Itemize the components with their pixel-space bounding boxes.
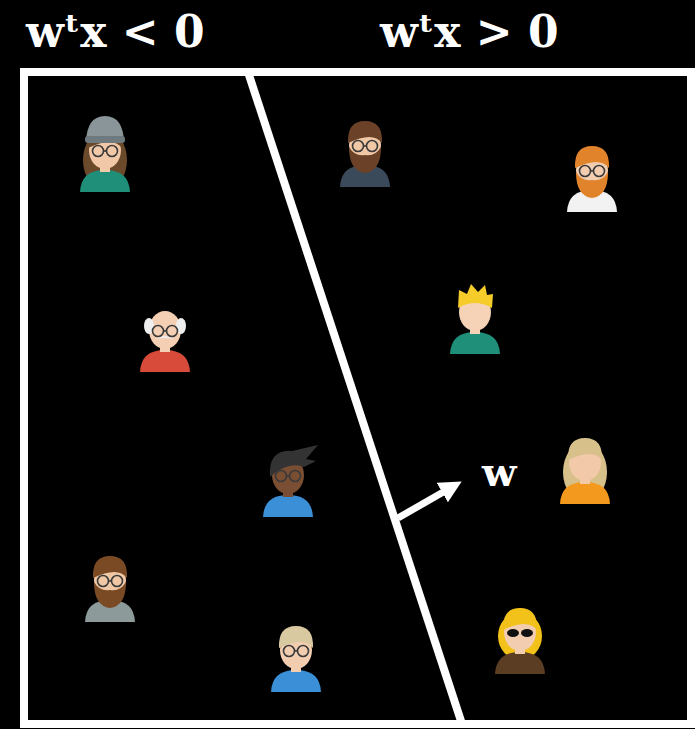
glasses [153, 326, 164, 337]
decision-boundary [248, 72, 462, 724]
glasses [353, 141, 364, 152]
sunglasses [521, 629, 533, 637]
person-icon [560, 438, 610, 504]
glasses [367, 141, 378, 152]
glasses [287, 475, 290, 477]
beanie-band [85, 136, 125, 143]
beard [349, 147, 381, 173]
glasses [167, 326, 178, 337]
glasses [109, 580, 112, 582]
glasses [594, 166, 605, 177]
hair [93, 556, 127, 578]
glasses [276, 471, 287, 482]
person-icon [450, 284, 500, 354]
shirt [271, 670, 321, 692]
frame [24, 72, 691, 724]
hair [458, 284, 493, 308]
label-holder: w [482, 450, 516, 494]
glasses [290, 471, 301, 482]
person-icon [263, 445, 318, 517]
label-holder: wᵗx < 0 [26, 8, 205, 56]
glasses [112, 576, 123, 587]
person-icon [80, 116, 130, 192]
person-icon [140, 311, 190, 372]
person-icon [495, 608, 545, 674]
person-icon [85, 556, 135, 622]
glasses [295, 650, 298, 652]
hair [568, 438, 602, 460]
glasses [580, 166, 591, 177]
shirt [140, 350, 190, 372]
sunglasses [507, 629, 519, 637]
glasses [164, 330, 167, 332]
normal-vector-arrow [398, 487, 452, 518]
shirt [80, 170, 130, 192]
glasses [364, 145, 367, 147]
glasses [298, 646, 309, 657]
shirt [560, 482, 610, 504]
beard [576, 172, 608, 198]
glasses [284, 646, 295, 657]
glasses [93, 146, 104, 157]
person-icon [271, 626, 321, 692]
hair [575, 146, 609, 168]
hair [279, 626, 313, 648]
region-label: wᵗx > 0 [380, 6, 559, 57]
vector-label: w [482, 448, 516, 495]
person-icon [567, 146, 617, 212]
glasses [104, 150, 107, 152]
people [80, 116, 617, 692]
shirt [450, 332, 500, 354]
beanie [86, 116, 124, 142]
hair [348, 121, 382, 143]
hair [503, 608, 537, 630]
person-icon [340, 121, 390, 187]
glasses [98, 576, 109, 587]
shirt [495, 652, 545, 674]
shirt [263, 495, 313, 517]
region-label: wᵗx < 0 [26, 6, 205, 57]
label-holder: wᵗx > 0 [380, 8, 559, 56]
glasses [107, 146, 118, 157]
glasses [591, 170, 594, 172]
face [149, 311, 181, 349]
beard [94, 582, 126, 608]
